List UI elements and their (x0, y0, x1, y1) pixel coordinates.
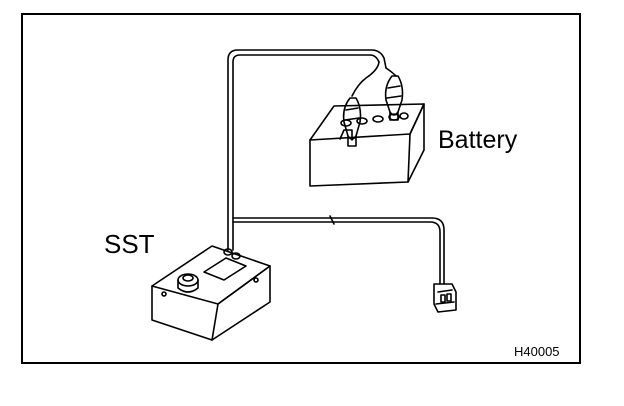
wires (227, 49, 445, 285)
wire-to-right-clip (385, 67, 397, 77)
sst-tester-icon (151, 245, 271, 341)
wire-lead-vertical (227, 49, 387, 251)
clip-icon (342, 97, 362, 147)
diagram-frame (21, 13, 581, 364)
wire-junction (329, 215, 335, 225)
connector-icon (433, 283, 457, 313)
wire-horizontal-2 (232, 221, 441, 285)
wire-horizontal (232, 217, 445, 285)
battery-icon (309, 103, 425, 187)
figure-code: H40005 (514, 344, 560, 359)
wire-lead-vertical-2 (232, 54, 380, 251)
clip-icon-right (384, 75, 404, 121)
battery-label: Battery (438, 126, 518, 154)
wire-to-left-clip (351, 61, 380, 97)
sst-label: SST (104, 229, 155, 259)
